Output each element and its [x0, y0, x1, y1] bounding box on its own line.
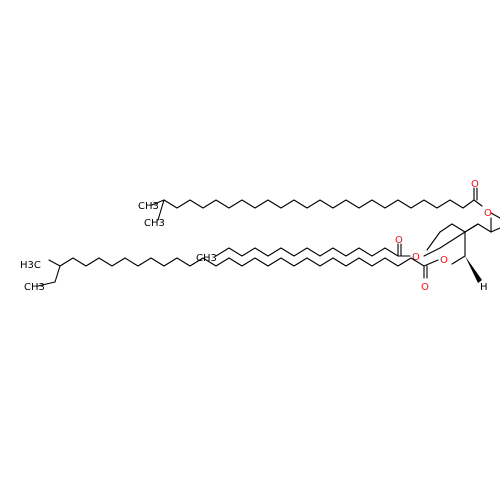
glycerol-backbone: [426, 223, 500, 251]
oxygen-label: O: [440, 255, 448, 266]
oxygen-label: O: [421, 282, 429, 293]
oxygen-label: O: [484, 208, 492, 219]
atom-label-ch3: CH3: [24, 282, 45, 293]
atom-label-h3c: H3C: [20, 260, 41, 271]
chain-bottom: [37, 257, 439, 287]
atom-label-ch3: CH3: [144, 218, 165, 229]
stereo-wedge: [465, 256, 482, 283]
oxygen-label: O: [395, 235, 403, 246]
chain-top: [151, 187, 500, 221]
oxygen-label: O: [412, 252, 420, 263]
stereo-bonds: [451, 231, 466, 265]
atom-label-ch3: CH3: [138, 201, 159, 212]
hydrogen-label: H: [480, 282, 488, 293]
oxygen-label: O: [471, 179, 479, 190]
atom-label-ch3: CH3: [196, 253, 217, 264]
chain-middle: [215, 231, 466, 257]
